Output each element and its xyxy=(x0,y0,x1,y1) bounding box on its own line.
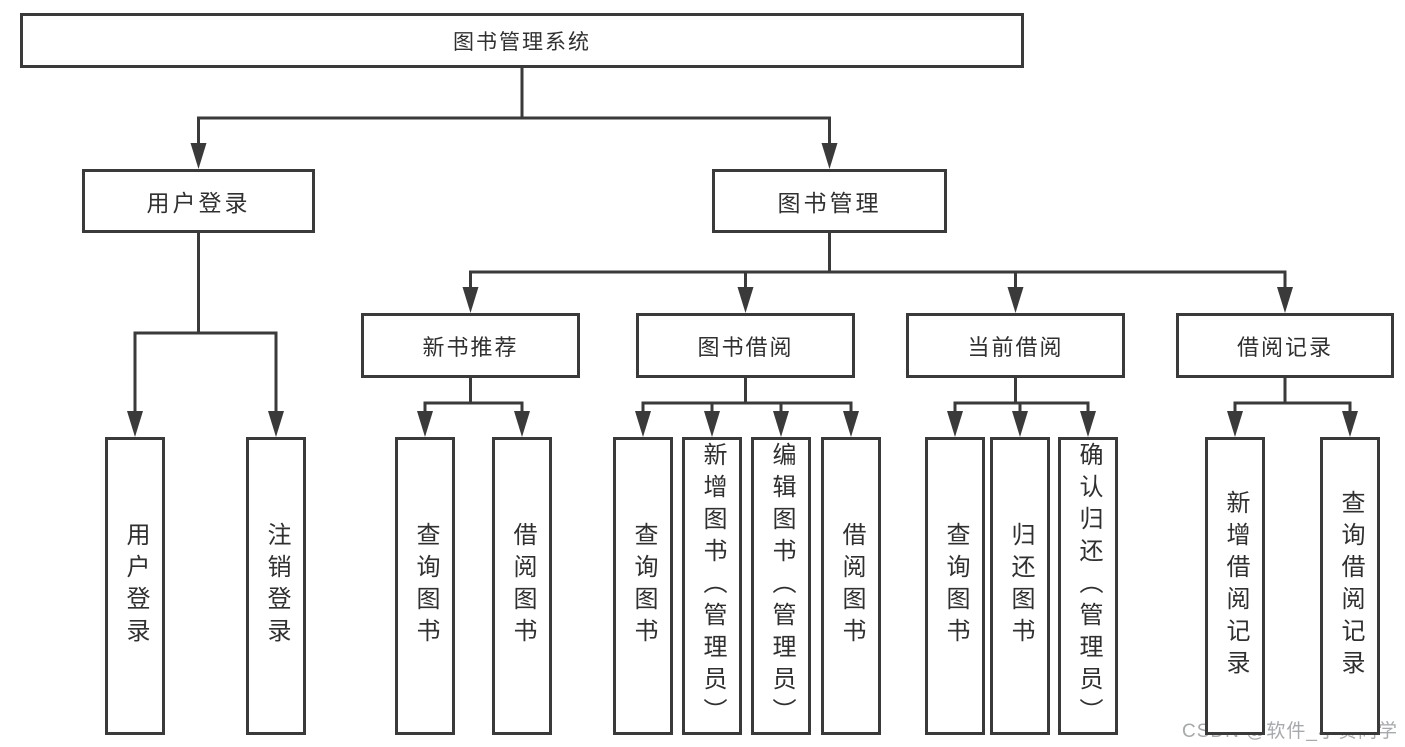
node-logout: 注销登录 xyxy=(246,437,306,735)
node-records: 借阅记录 xyxy=(1176,313,1394,378)
node-current: 当前借阅 xyxy=(906,313,1125,378)
node-b-add: 新增图书（管理员） xyxy=(682,437,742,735)
node-b-borrow: 借阅图书 xyxy=(821,437,881,735)
node-nb-borrow: 借阅图书 xyxy=(492,437,552,735)
node-b-edit: 编辑图书（管理员） xyxy=(751,437,811,735)
node-b-query: 查询图书 xyxy=(613,437,673,735)
node-r-add: 新增借阅记录 xyxy=(1205,437,1265,735)
node-c-confirm: 确认归还（管理员） xyxy=(1058,437,1118,735)
node-login: 用户登录 xyxy=(82,169,315,233)
node-mgmt: 图书管理 xyxy=(712,169,947,233)
node-nb-query: 查询图书 xyxy=(395,437,455,735)
node-login-user: 用户登录 xyxy=(105,437,165,735)
node-r-query: 查询借阅记录 xyxy=(1320,437,1380,735)
node-root: 图书管理系统 xyxy=(20,13,1024,68)
node-c-return: 归还图书 xyxy=(990,437,1050,735)
node-borrow: 图书借阅 xyxy=(636,313,855,378)
node-newbook: 新书推荐 xyxy=(361,313,580,378)
node-c-query: 查询图书 xyxy=(925,437,985,735)
